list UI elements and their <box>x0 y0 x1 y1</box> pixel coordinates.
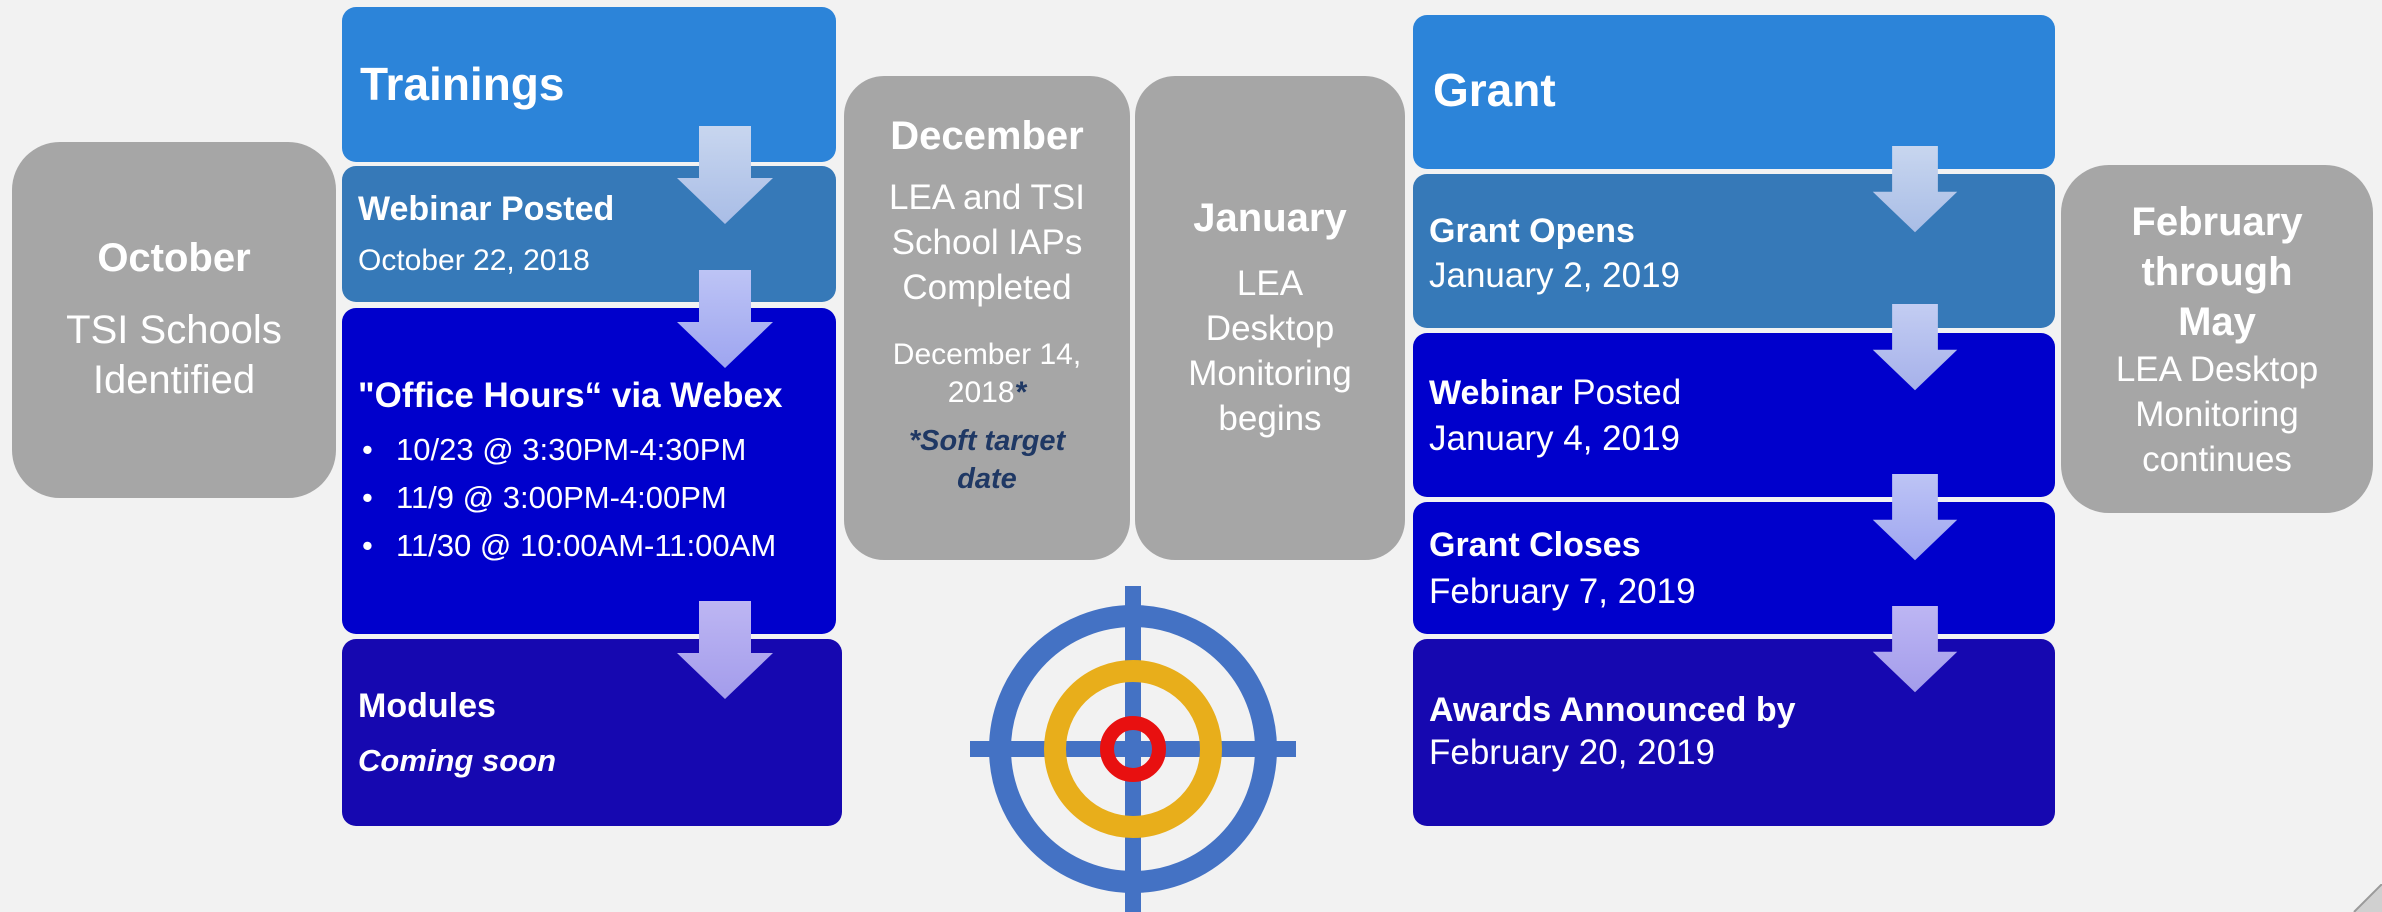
office-hours-list: 10/23 @ 3:30PM-4:30PM 11/9 @ 3:00PM-4:00… <box>358 426 776 570</box>
down-arrow-icon <box>677 126 773 224</box>
december-date-star: * <box>1014 376 1027 409</box>
office-hours-box: "Office Hours“ via Webex 10/23 @ 3:30PM-… <box>342 308 836 634</box>
down-arrow-icon <box>677 601 773 699</box>
trainings-webinar-title: Webinar Posted <box>358 190 615 228</box>
october-box: October TSI Schools Identified <box>12 142 336 498</box>
grant-webinar-title-bold: Webinar <box>1429 374 1563 412</box>
down-arrow-icon <box>677 270 773 368</box>
grant-webinar-box: Webinar Posted January 4, 2019 <box>1413 333 2055 497</box>
january-line3: Monitoring <box>1188 353 1352 393</box>
office-hours-item: 10/23 @ 3:30PM-4:30PM <box>358 426 776 474</box>
february-text2: Monitoring <box>2135 394 2299 434</box>
office-hours-title: "Office Hours“ via Webex <box>358 376 783 415</box>
grant-closes-title: Grant Closes <box>1429 526 1641 564</box>
modules-box: Modules Coming soon <box>342 639 842 826</box>
december-box: December LEA and TSI School IAPs Complet… <box>844 76 1130 560</box>
february-line1: February <box>2131 199 2303 244</box>
grant-webinar-title-rest: Posted <box>1562 373 1682 412</box>
down-arrow-icon <box>1872 146 1958 233</box>
modules-title: Modules <box>358 687 496 725</box>
december-date-line1: December 14, <box>892 338 1082 371</box>
down-arrow-icon <box>1872 474 1958 561</box>
december-date-line2: 2018 <box>947 376 1015 409</box>
trainings-header: Trainings <box>360 58 565 110</box>
february-box: February through May LEA Desktop Monitor… <box>2061 165 2373 513</box>
trainings-webinar-box: Webinar Posted October 22, 2018 <box>342 166 836 302</box>
january-line4: begins <box>1218 398 1322 438</box>
crosshair-target-icon <box>970 586 1296 912</box>
february-line3: May <box>2178 299 2256 344</box>
grant-webinar-date: January 4, 2019 <box>1429 419 1681 458</box>
february-line2: through <box>2141 249 2293 294</box>
december-note-line1: *Soft target <box>908 425 1066 457</box>
january-box: January LEA Desktop Monitoring begins <box>1135 76 1405 560</box>
trainings-header-box: Trainings <box>342 7 836 162</box>
grant-opens-date: January 2, 2019 <box>1429 256 1681 295</box>
january-line1: LEA <box>1236 263 1304 303</box>
december-title: December <box>890 114 1084 158</box>
grant-awards-box: Awards Announced by February 20, 2019 <box>1413 639 2055 826</box>
october-title: October <box>97 235 251 280</box>
grant-awards-title: Awards Announced by <box>1429 691 1796 729</box>
grant-header: Grant <box>1433 64 1556 116</box>
december-text-line2: School IAPs <box>891 223 1083 262</box>
january-title: January <box>1193 195 1347 240</box>
office-hours-item: 11/30 @ 10:00AM-11:00AM <box>358 522 776 570</box>
grant-closes-date: February 7, 2019 <box>1429 572 1696 611</box>
modules-note: Coming soon <box>358 743 557 778</box>
grant-opens-title: Grant Opens <box>1429 212 1635 250</box>
december-text-line3: Completed <box>902 268 1072 307</box>
down-arrow-icon <box>1872 606 1958 693</box>
february-text3: continues <box>2142 439 2292 479</box>
trainings-webinar-date: October 22, 2018 <box>358 244 590 277</box>
grant-webinar-title-wrap: Webinar Posted <box>1429 373 1681 413</box>
january-line2: Desktop <box>1205 308 1335 348</box>
december-date-line2-wrap: 2018* <box>948 374 1026 412</box>
october-text: TSI Schools Identified <box>66 307 282 402</box>
february-text1: LEA Desktop <box>2115 349 2319 389</box>
page-curl-icon <box>2353 884 2382 912</box>
office-hours-item: 11/9 @ 3:00PM-4:00PM <box>358 474 776 522</box>
december-note-line2: date <box>957 463 1017 495</box>
grant-awards-date: February 20, 2019 <box>1429 733 1716 772</box>
december-text-line1: LEA and TSI <box>889 178 1085 217</box>
down-arrow-icon <box>1872 304 1958 391</box>
grant-header-box: Grant <box>1413 15 2055 169</box>
